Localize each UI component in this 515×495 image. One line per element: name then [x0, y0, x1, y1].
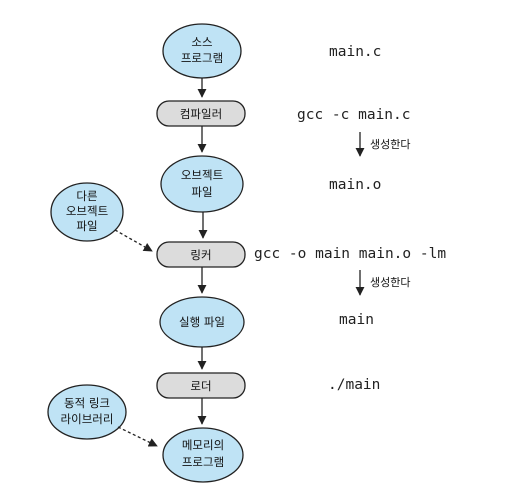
program-in-memory-line-1: 메모리의 [182, 438, 224, 452]
compiler-label: 컴파일러 [180, 107, 222, 121]
node-other-object-file: 다른 오브젝트 파일 [50, 182, 124, 242]
arrow-library-to-memory [117, 426, 158, 447]
loader-label: 로더 [190, 379, 211, 393]
link-command: gcc -o main main.o -lm [254, 246, 446, 262]
compile-command: gcc -c main.c [297, 107, 411, 123]
other-object-file-ellipse [50, 182, 124, 242]
node-linker: 링커 [156, 241, 246, 268]
node-loader: 로더 [156, 372, 246, 399]
node-source-program: 소스 프로그램 [162, 23, 242, 79]
executable-name: main [339, 312, 374, 328]
node-compiler: 컴파일러 [156, 100, 246, 127]
object-file-ellipse [160, 155, 244, 213]
arrow-other-object-to-linker [114, 229, 153, 252]
generates-label-2: 생성한다 [370, 276, 410, 289]
object-file-line-1: 오브젝트 [181, 168, 223, 182]
executable-file-label: 실행 파일 [179, 315, 225, 329]
source-program-line-1: 소스 [191, 35, 212, 49]
linker-label: 링커 [190, 248, 211, 262]
object-file-line-2: 파일 [191, 185, 212, 199]
other-object-file-line-2: 오브젝트 [66, 204, 108, 218]
dynamic-link-library-line-1: 동적 링크 [64, 396, 110, 410]
node-executable-file: 실행 파일 [159, 296, 245, 348]
other-object-file-line-3: 파일 [76, 219, 97, 233]
source-program-line-2: 프로그램 [181, 51, 223, 65]
node-program-in-memory: 메모리의 프로그램 [162, 427, 244, 483]
other-object-file-line-1: 다른 [76, 189, 97, 203]
node-dynamic-link-library: 동적 링크 라이브러리 [47, 384, 127, 440]
compiler-rect [156, 100, 246, 127]
dynamic-link-library-line-2: 라이브러리 [61, 412, 114, 426]
generates-label-1: 생성한다 [370, 138, 410, 151]
object-file-name: main.o [329, 177, 381, 193]
node-object-file: 오브젝트 파일 [160, 155, 244, 213]
loader-rect [156, 372, 246, 399]
source-file-name: main.c [329, 44, 381, 60]
dynamic-link-library-ellipse [47, 384, 127, 440]
linker-rect [156, 241, 246, 268]
program-in-memory-line-2: 프로그램 [182, 455, 224, 469]
run-command: ./main [328, 377, 380, 393]
program-in-memory-ellipse [162, 427, 244, 483]
